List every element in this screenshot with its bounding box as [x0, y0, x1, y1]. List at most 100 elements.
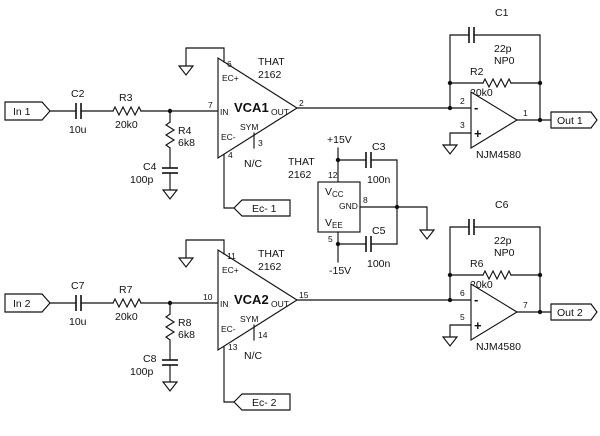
vca2-chip: EC+ IN VCA2 OUT SYM EC- THAT 2162 [217, 248, 299, 352]
power-number: 2162 [288, 169, 312, 181]
power-chip-box: VCC GND VEE [317, 181, 361, 233]
opamp1-part: NJM4580 [476, 149, 521, 161]
r6-ref: R6 [470, 258, 484, 270]
vca1-pin-6: 6 [227, 59, 232, 69]
control-connector-ec2: Ec- 2 [233, 393, 291, 411]
ground-symbol [441, 336, 459, 347]
c6-ref: C6 [495, 199, 509, 211]
vca2-pin-10: 10 [203, 292, 213, 302]
vca2-ec-minus-label: EC- [221, 324, 236, 334]
r8-ref: R8 [178, 317, 192, 329]
in2-label: In 2 [13, 298, 31, 310]
vca1-pin-3: 3 [258, 138, 263, 148]
vca1-pin-4: 4 [228, 150, 233, 160]
capacitor-c3: C3 100n [365, 141, 391, 186]
opamp1-minus: - [474, 100, 478, 115]
c1-value: 22p [494, 43, 512, 55]
vca2-number: 2162 [258, 261, 282, 273]
r3-ref: R3 [119, 92, 133, 104]
ground-symbol [161, 189, 179, 200]
capacitor-c8: C8 100p [130, 353, 178, 378]
r4-value: 6k8 [178, 137, 195, 149]
c3-value: 100n [367, 174, 391, 186]
power-pin-5: 5 [328, 234, 333, 244]
ec2-label: Ec- 2 [252, 397, 277, 409]
c8-ref: C8 [143, 353, 157, 365]
vca1-out-label: OUT [271, 107, 289, 117]
capacitor-c2: C2 10u [69, 88, 87, 136]
ec1-label: Ec- 1 [252, 203, 277, 215]
vca1-ec-plus-label: EC+ [222, 73, 239, 83]
vca1-nc: N/C [244, 158, 263, 170]
input-connector-in2: In 2 [4, 293, 51, 313]
opamp1-pin-3: 3 [460, 120, 465, 130]
c7-ref: C7 [71, 280, 85, 292]
opamp-2: - + NJM4580 [470, 282, 521, 353]
opamp2-pin-7: 7 [523, 300, 528, 310]
vca2-pin-11: 11 [227, 251, 236, 261]
ground-symbol [161, 381, 179, 392]
resistor-r8: R8 6k8 [164, 313, 195, 341]
neg-supply-label: -15V [329, 265, 351, 277]
r7-ref: R7 [119, 284, 133, 296]
resistor-r3: R3 20k0 [112, 92, 142, 131]
ground-symbol [418, 229, 436, 240]
vca1-number: 2162 [258, 69, 282, 81]
capacitor-c4: C4 100p [130, 161, 178, 186]
c8-value: 100p [130, 366, 154, 378]
c6-type: NP0 [494, 247, 515, 259]
c6-value: 22p [494, 235, 512, 247]
opamp2-pin-5: 5 [460, 312, 465, 322]
opamp-1: - + NJM4580 [470, 90, 521, 161]
opamp1-plus: + [474, 126, 482, 141]
vca2-name: VCA2 [234, 292, 269, 307]
vee-label: VEE [325, 217, 343, 230]
gnd-label: GND [339, 201, 358, 211]
c7-value: 10u [69, 316, 87, 328]
capacitor-c7: C7 10u [69, 280, 87, 328]
output-connector-out1: Out 1 [550, 111, 598, 129]
capacitor-c6: C6 22p NP0 [468, 199, 515, 259]
c4-ref: C4 [143, 161, 157, 173]
opamp2-minus: - [474, 292, 478, 307]
c1-ref: C1 [495, 7, 509, 19]
resistor-r6: R6 20k0 [470, 258, 512, 291]
resistor-r7: R7 20k0 [112, 284, 142, 323]
r2-ref: R2 [470, 66, 484, 78]
vca1-pin-2: 2 [299, 98, 304, 108]
vca2-in-label: IN [220, 299, 229, 309]
vca1-pin-7: 7 [208, 100, 213, 110]
ground-symbol [177, 257, 195, 268]
control-connector-ec1: Ec- 1 [233, 199, 291, 217]
vca2-pin-14: 14 [258, 330, 268, 340]
power-part: THAT [288, 156, 315, 168]
vca1-part: THAT [258, 56, 285, 68]
power-pin-12: 12 [328, 170, 338, 180]
capacitor-c5: C5 100n [365, 225, 391, 270]
vcc-label: VCC [325, 186, 344, 199]
output-connector-out2: Out 2 [550, 303, 598, 321]
c3-ref: C3 [372, 141, 386, 153]
vca1-in-label: IN [220, 107, 229, 117]
out2-label: Out 2 [557, 307, 583, 319]
input-connector-in1: In 1 [4, 101, 51, 121]
r3-value: 20k0 [115, 119, 138, 131]
r8-value: 6k8 [178, 329, 195, 341]
channel-1: In 1 C2 10u R3 20k0 R4 6k8 [4, 7, 598, 217]
in1-label: In 1 [13, 106, 31, 118]
opamp2-plus: + [474, 318, 482, 333]
vca2-ec-plus-label: EC+ [222, 265, 239, 275]
ground-symbol [177, 65, 195, 76]
ground-symbol [441, 144, 459, 155]
opamp2-part: NJM4580 [476, 341, 521, 353]
channel-2: In 2 C7 10u R7 20k0 R8 6k8 C8 100p [4, 199, 598, 411]
vca2-pin-13: 13 [228, 342, 238, 352]
vca1-name: VCA1 [234, 100, 269, 115]
pos-supply-label: +15V [327, 134, 352, 146]
resistor-r4: R4 6k8 [164, 121, 195, 149]
vca1-ec-minus-label: EC- [221, 132, 236, 142]
power-pin-8: 8 [363, 195, 368, 205]
c4-value: 100p [130, 174, 154, 186]
c1-type: NP0 [494, 55, 515, 67]
